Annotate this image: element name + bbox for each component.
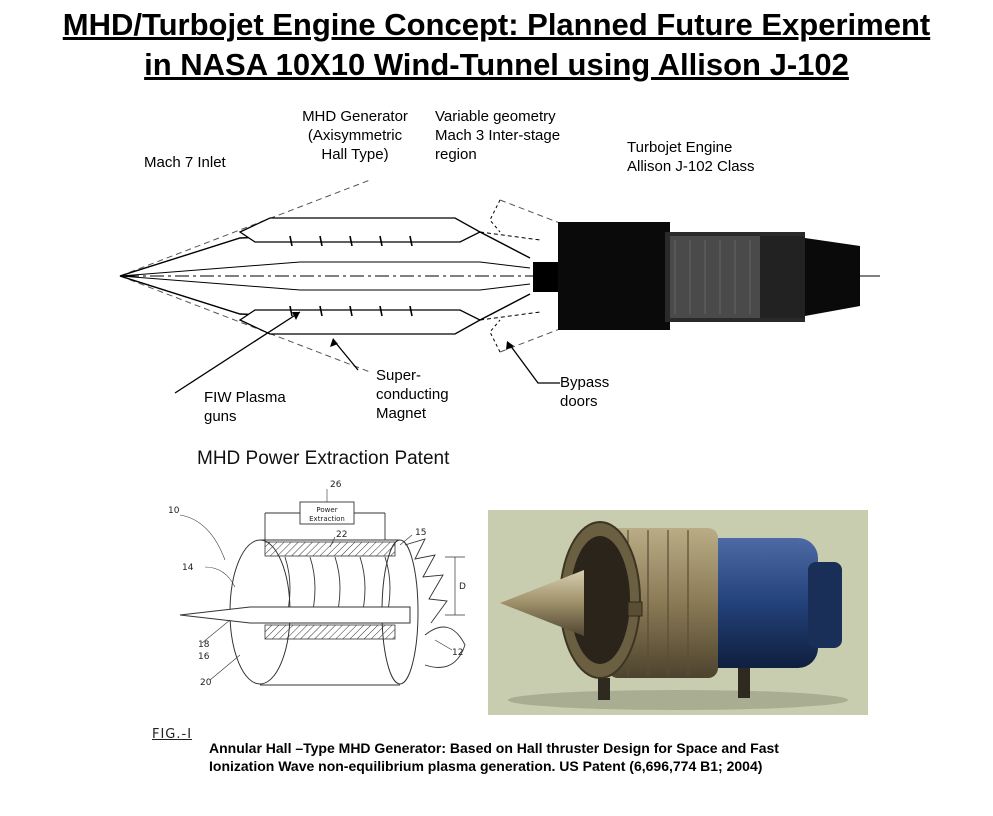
ref-26: 26: [330, 480, 342, 490]
superconducting-magnet-line3: Magnet: [376, 405, 427, 422]
page-title-line2: in NASA 10X10 Wind-Tunnel using Allison …: [144, 47, 849, 82]
patent-drawing: 10 14 26 22 15 D 18 16 20 12 Power Extra…: [168, 480, 466, 688]
caption-line2: Ionization Wave non-equilibrium plasma g…: [209, 758, 763, 774]
ref-15: 15: [415, 528, 426, 538]
superconducting-magnet-line2: conducting: [376, 386, 449, 403]
ref-20: 20: [200, 678, 212, 688]
ref-14: 14: [182, 563, 194, 573]
mhd-generator-label-line1: MHD Generator: [302, 108, 408, 125]
variable-geometry-line3: region: [435, 146, 477, 163]
ref-18: 18: [198, 640, 210, 650]
fiw-plasma-guns-line1: FIW Plasma: [204, 389, 286, 406]
ref-16: 16: [198, 652, 210, 662]
caption: Annular Hall –Type MHD Generator: Based …: [209, 739, 779, 775]
ref-22: 22: [336, 530, 347, 540]
variable-geometry-label: Variable geometry Mach 3 Inter-stage reg…: [435, 107, 560, 164]
patent-section-title: MHD Power Extraction Patent: [197, 448, 450, 469]
variable-geometry-line2: Mach 3 Inter-stage: [435, 127, 561, 144]
mhd-generator-label-line3: Hall Type): [321, 146, 389, 163]
turbojet-engine-label: Turbojet Engine Allison J-102 Class: [627, 138, 755, 176]
caption-line1: Annular Hall –Type MHD Generator: Based …: [209, 740, 779, 756]
superconducting-magnet-label: Super- conducting Magnet: [376, 366, 449, 423]
mhd-generator-label-line2: (Axisymmetric: [307, 127, 403, 144]
page-title-line1: MHD/Turbojet Engine Concept: Planned Fut…: [62, 7, 931, 42]
ref-d: D: [459, 582, 466, 592]
power-extraction-line1: Power: [316, 506, 337, 514]
bypass-doors-label: Bypass doors: [560, 373, 609, 411]
mach7-inlet-label: Mach 7 Inlet: [144, 154, 226, 171]
turbojet-engine-line1: Turbojet Engine: [627, 139, 733, 156]
engine-photo: [488, 510, 868, 715]
power-extraction-line2: Extraction: [309, 515, 345, 523]
fig-label: FIG.-I: [152, 727, 193, 742]
fiw-plasma-guns-line2: guns: [204, 408, 237, 425]
bypass-doors-line2: doors: [560, 393, 598, 410]
superconducting-magnet-line1: Super-: [376, 367, 422, 384]
mhd-generator-label: MHD Generator (Axisymmetric Hall Type): [292, 107, 418, 164]
variable-geometry-line1: Variable geometry: [435, 108, 556, 125]
turbojet-engine-line2: Allison J-102 Class: [627, 158, 755, 175]
ref-10: 10: [168, 506, 180, 516]
ref-12: 12: [452, 648, 463, 658]
bypass-doors-line1: Bypass: [560, 374, 610, 391]
fiw-plasma-guns-label: FIW Plasma guns: [204, 388, 286, 426]
